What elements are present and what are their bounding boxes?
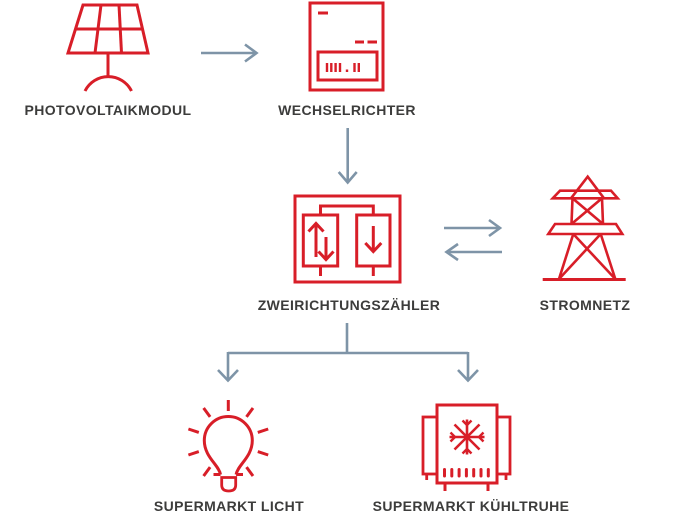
freezer-icon	[421, 403, 512, 491]
arrow-inverter-to-meter	[337, 128, 358, 185]
label-wechselrichter: WECHSELRICHTER	[278, 102, 416, 118]
bidirectional-meter-icon	[293, 194, 402, 284]
label-zweirichtungszaehler: ZWEIRICHTUNGSZÄHLER	[257, 297, 441, 313]
label-supermarkt-kuehltruhe: SUPERMARKT KÜHLTRUHE	[372, 498, 570, 514]
arrows-meter-grid	[444, 218, 503, 262]
arrow-pv-to-inverter	[201, 43, 259, 63]
label-supermarkt-licht: SUPERMARKT LICHT	[153, 498, 305, 514]
snowflake-icon	[449, 419, 485, 455]
solar-panel-icon	[65, 3, 150, 92]
transmission-tower-icon	[542, 174, 626, 281]
label-photovoltaikmodul: PHOTOVOLTAIKMODUL	[24, 102, 192, 118]
label-stromnetz: STROMNETZ	[539, 297, 631, 313]
light-bulb-icon	[187, 400, 269, 493]
branch-meter-to-consumers	[217, 323, 479, 383]
inverter-icon	[308, 1, 385, 92]
